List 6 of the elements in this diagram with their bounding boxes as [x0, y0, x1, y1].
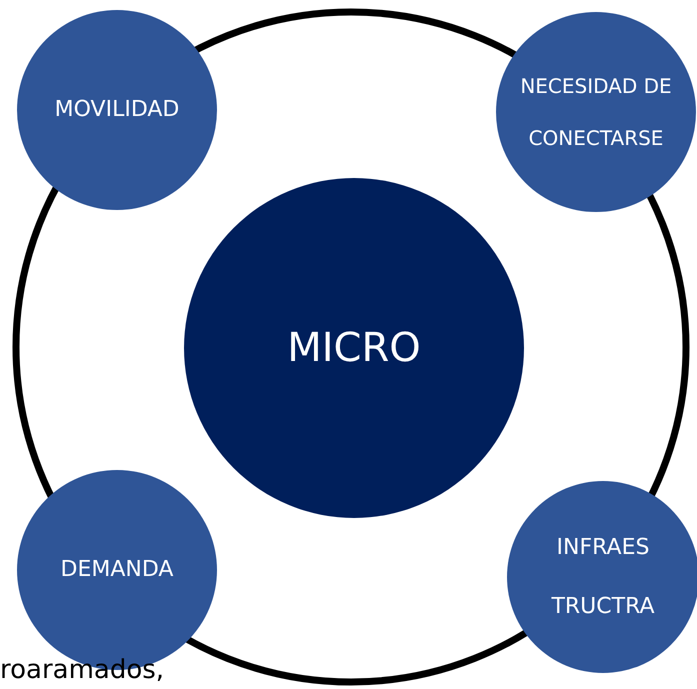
node-text: MOVILIDAD	[54, 96, 180, 124]
node-text: DEMANDA	[60, 556, 174, 584]
node-text: NECESIDAD DE CONECTARSE	[519, 73, 673, 152]
node-text: INFRAES TRUCTRA	[550, 534, 656, 621]
cut-off-text: roaramados,	[0, 655, 164, 685]
node-text: MICRO	[287, 324, 421, 372]
